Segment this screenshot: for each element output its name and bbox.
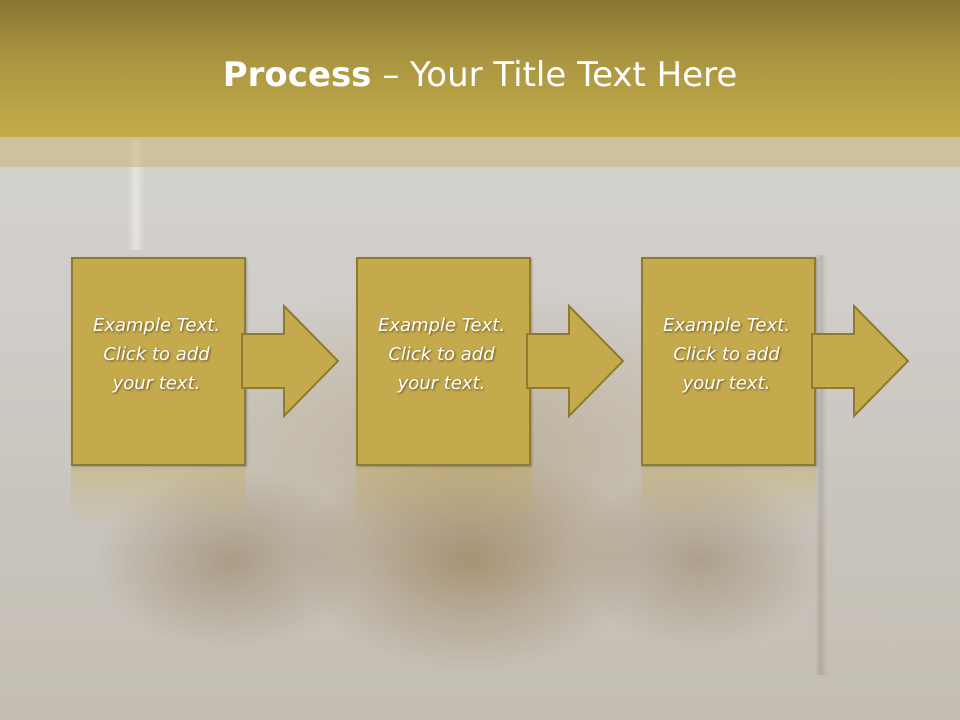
title-rest: – Your Title Text Here <box>371 55 738 95</box>
step-text[interactable]: Example Text. Click to add your text. <box>377 315 506 394</box>
slide-title[interactable]: Process – Your Title Text Here <box>0 52 960 98</box>
glass-highlight <box>127 140 145 250</box>
step-text[interactable]: Example Text. Click to add your text. <box>662 315 791 394</box>
step-reflection <box>641 468 816 528</box>
step-reflection <box>356 468 531 528</box>
title-bold: Process <box>222 55 372 95</box>
arrow-right-icon <box>526 303 625 419</box>
process-step-1[interactable]: Example Text. Click to add your text. <box>71 257 340 466</box>
arrow-right-icon <box>811 303 910 419</box>
process-step-2[interactable]: Example Text. Click to add your text. <box>356 257 625 466</box>
title-strip <box>0 137 960 167</box>
title-band <box>0 0 960 137</box>
step-reflection <box>71 468 246 528</box>
step-box[interactable] <box>71 257 246 466</box>
arrow-right-icon <box>241 303 340 419</box>
step-text[interactable]: Example Text. Click to add your text. <box>92 315 221 394</box>
process-step-3[interactable]: Example Text. Click to add your text. <box>641 257 910 466</box>
